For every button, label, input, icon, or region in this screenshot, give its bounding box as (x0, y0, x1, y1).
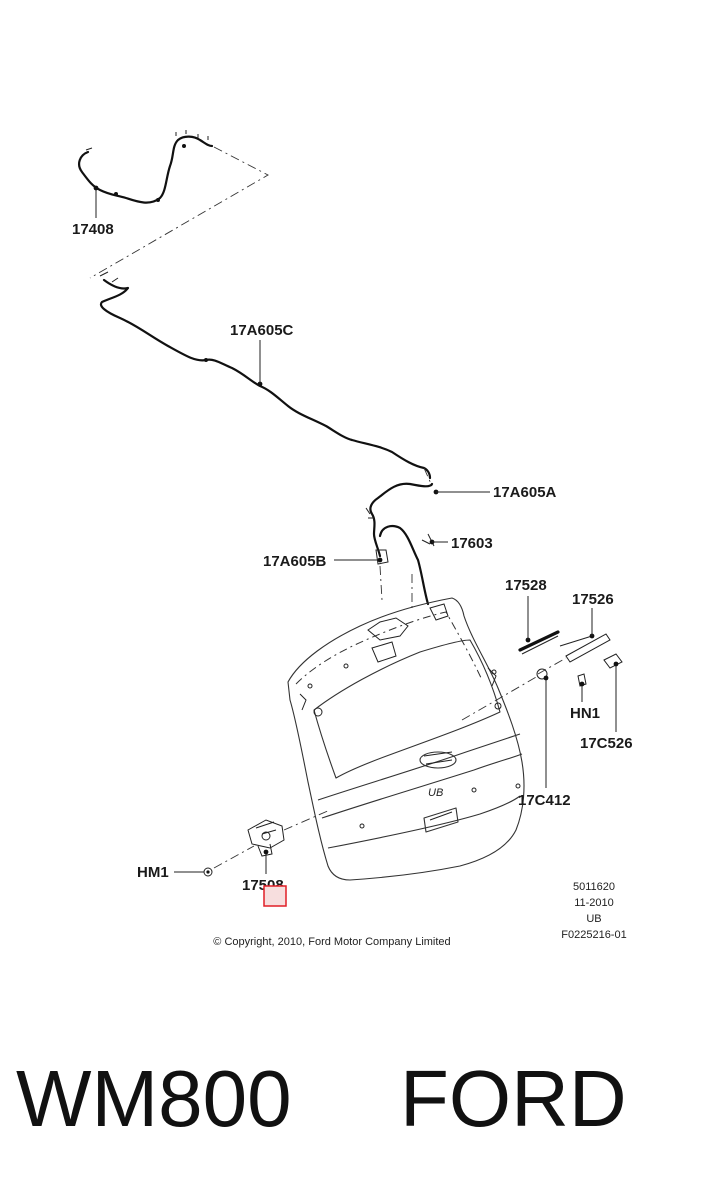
highlight-box[interactable] (263, 885, 287, 907)
label-17603: 17603 (451, 535, 493, 552)
cable-17A605C (99, 271, 433, 487)
label-17C526: 17C526 (580, 735, 633, 752)
nut-HN1 (577, 673, 587, 687)
label-17A605C: 17A605C (230, 322, 294, 339)
footer-model: WM800 (16, 1054, 292, 1143)
liftgate-panel: UB (287, 597, 525, 881)
meta-region: UB (586, 913, 601, 925)
wiper-arm-17526 (537, 633, 611, 675)
label-17C412: 17C412 (518, 792, 571, 809)
meta-date: 11-2010 (574, 897, 614, 909)
meta-code: 5011620 (573, 881, 615, 893)
cable-17408 (78, 130, 269, 279)
cable-17A605A (365, 482, 439, 558)
cap-17C526 (603, 653, 623, 669)
footer-brand: FORD (400, 1054, 627, 1143)
wiper-motor-17508 (247, 809, 331, 857)
label-HM1: HM1 (137, 864, 169, 881)
wiper-blade-17528 (518, 630, 560, 655)
label-17408: 17408 (72, 221, 114, 238)
hose-17603 (378, 525, 435, 606)
label-17A605A: 17A605A (493, 484, 557, 501)
label-17528: 17528 (505, 577, 547, 594)
label-17526: 17526 (572, 591, 614, 608)
emblem-glyph: UB (428, 787, 443, 799)
connector-17A605B (375, 549, 413, 612)
label-HN1: HN1 (570, 705, 600, 722)
bolt-HM1 (203, 845, 255, 877)
meta-figure-id: F0225216-01 (561, 929, 626, 941)
copyright-notice: © Copyright, 2010, Ford Motor Company Li… (213, 936, 450, 948)
grommet-17C412 (461, 668, 549, 721)
label-17A605B: 17A605B (263, 553, 327, 570)
